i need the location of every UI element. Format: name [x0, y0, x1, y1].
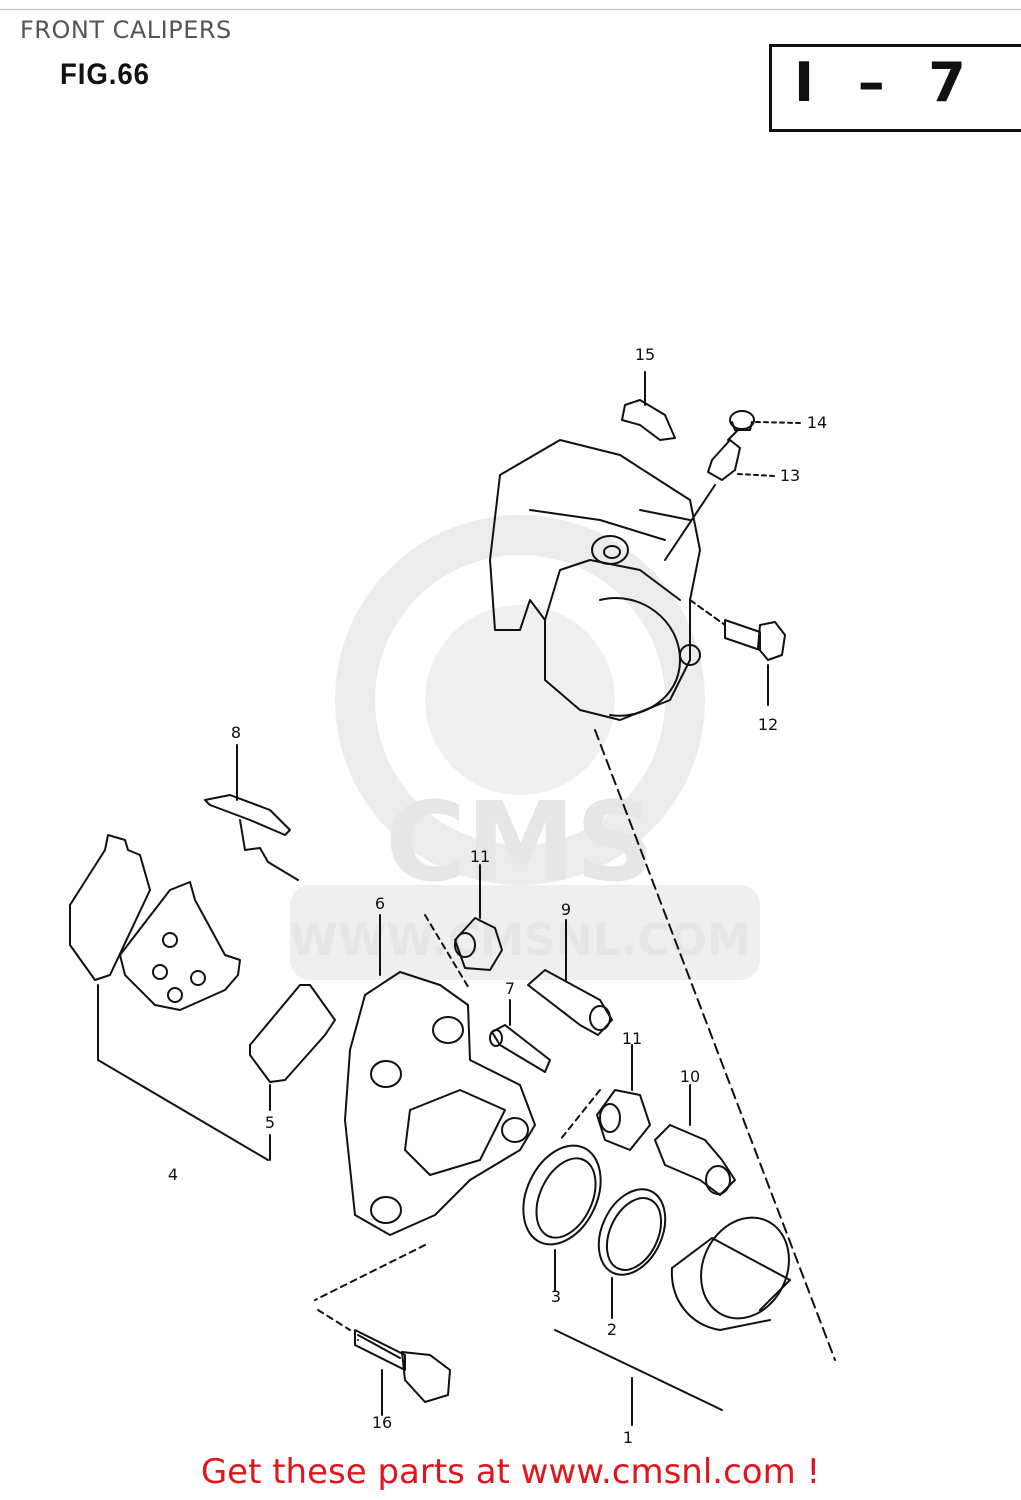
callout-14: 14 [807, 413, 827, 432]
callout-1: 1 [623, 1428, 633, 1447]
part-4-illustration [69, 834, 269, 1161]
callout-16: 16 [372, 1413, 392, 1432]
watermark-site: WWW.CMSNL.COM [289, 915, 751, 966]
section-reference-code: I – 7 [794, 51, 968, 114]
callout-15: 15 [635, 345, 655, 364]
watermark-brand: CMS [385, 778, 654, 906]
part-8-illustration [204, 744, 299, 881]
callout-numbers: 1 2 3 4 5 6 7 8 9 10 11 11 12 13 14 15 1… [168, 345, 827, 1447]
callout-5: 5 [265, 1113, 275, 1132]
part-14-illustration [729, 410, 801, 431]
part-10-illustration [654, 1084, 736, 1196]
part-7-illustration [489, 999, 551, 1073]
section-reference-box: I – 7 [769, 44, 1021, 132]
part-13-illustration [664, 429, 776, 561]
top-rule [0, 9, 1021, 10]
part-2-illustration [597, 1188, 667, 1319]
callout-12: 12 [758, 715, 778, 734]
callout-11a: 11 [470, 847, 490, 866]
part-11a-illustration [454, 864, 503, 971]
part-6-illustration [314, 914, 536, 1301]
callout-9: 9 [561, 900, 571, 919]
callout-10: 10 [680, 1067, 700, 1086]
page-title: FRONT CALIPERS [20, 16, 232, 44]
cms-watermark-logo: CMS WWW.CMSNL.COM [289, 515, 760, 980]
part-9-illustration [527, 919, 613, 1036]
part-12-illustration [689, 599, 786, 706]
caliper-body-illustration [489, 439, 701, 721]
figure-label: FIG.66 [60, 58, 150, 91]
footer-promo-link[interactable]: Get these parts at www.cmsnl.com ! [200, 1452, 821, 1492]
part-11b-illustration [559, 1044, 651, 1151]
part-3-illustration [522, 1144, 602, 1291]
callout-13: 13 [780, 466, 800, 485]
assembly-leader-line [594, 729, 836, 1361]
part-5-illustration [249, 984, 336, 1161]
callout-4: 4 [168, 1165, 178, 1184]
part-15-illustration [621, 371, 676, 441]
callout-6: 6 [375, 894, 385, 913]
callout-11b: 11 [622, 1029, 642, 1048]
callout-8: 8 [231, 723, 241, 742]
callout-7: 7 [505, 979, 515, 998]
callout-2: 2 [607, 1320, 617, 1339]
callout-3: 3 [551, 1287, 561, 1306]
part-16-illustration [317, 1309, 451, 1416]
part-1-illustration [554, 1216, 791, 1426]
